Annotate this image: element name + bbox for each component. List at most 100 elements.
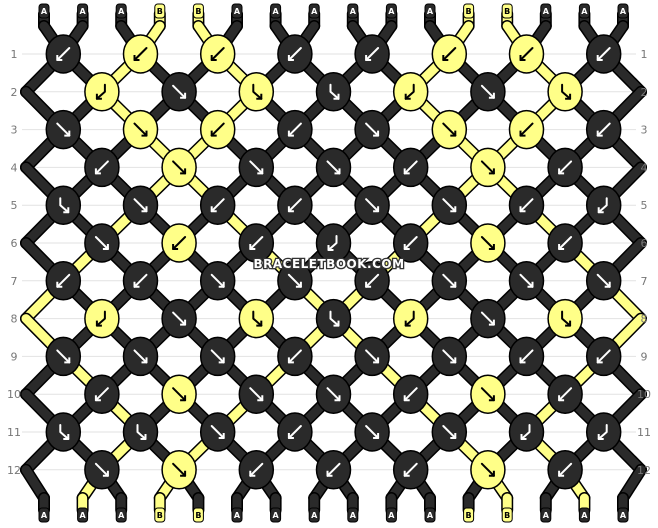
knot-arrow-line	[561, 83, 572, 100]
knot-arrow-head	[404, 93, 411, 100]
knot-arrow-line	[326, 160, 341, 175]
bottom-strand-label-chip	[231, 507, 243, 523]
knot-arrow-head	[180, 395, 187, 402]
knot-8-7	[547, 298, 583, 339]
knot-5-7	[508, 185, 545, 225]
knot-arrow-line	[133, 198, 148, 213]
knot-arrow-line	[95, 310, 106, 327]
top-strand-label-letter: A	[118, 7, 125, 16]
knot-arrow-line	[172, 387, 187, 402]
knot-arrow-line	[326, 387, 341, 402]
knot-arrow-line	[365, 273, 380, 288]
knot-body	[547, 298, 583, 339]
bottom-strand-label-letter: A	[350, 511, 357, 520]
knot-6-7	[547, 223, 583, 263]
bottom-strand-label-letter: B	[504, 511, 510, 520]
knot-arrow-head	[56, 281, 63, 288]
knot-arrow-head	[450, 206, 457, 213]
knot-5-6	[431, 185, 468, 225]
bottom-strand-label-letter: B	[157, 511, 163, 520]
top-strand-label-chip	[115, 3, 127, 19]
row-label-left: 11	[7, 426, 21, 439]
knot-1-2	[122, 34, 159, 74]
knot-9-5	[354, 336, 390, 377]
knot-arrow-head	[287, 206, 294, 213]
knot-arrow-head	[403, 395, 410, 402]
knot-arrow-line	[403, 462, 418, 477]
row-label-left: 7	[11, 275, 18, 288]
knot-body	[547, 72, 583, 112]
knot-arrow-head	[56, 55, 63, 61]
bottom-strand-label-letter: A	[118, 511, 125, 520]
knot-arrow-head	[558, 244, 565, 250]
knot-arrow-head	[102, 244, 109, 250]
knot-4-4	[315, 147, 352, 188]
row-label-right: 5	[641, 199, 648, 212]
knot-arrow-line	[287, 273, 302, 288]
knot-8-1	[84, 298, 120, 339]
knot-arrow-head	[565, 320, 572, 327]
knot-12-6	[470, 450, 506, 490]
knot-body	[84, 298, 120, 339]
knot-4-3	[238, 147, 275, 188]
top-strand-label-chip	[77, 3, 89, 19]
knot-arrow-head	[140, 434, 147, 440]
knot-11-1	[45, 412, 82, 452]
knot-arrow-head	[133, 281, 140, 288]
knot-arrow-head	[565, 93, 572, 100]
knot-arrow-head	[597, 434, 604, 440]
knot-arrow-line	[403, 160, 418, 175]
knot-2-2	[161, 72, 197, 112]
knot-arrow-head	[558, 470, 565, 477]
knot-10-2	[161, 374, 197, 414]
knot-arrow-head	[365, 281, 372, 288]
knot-arrow-head	[519, 55, 526, 61]
knot-body	[238, 298, 275, 339]
knot-arrow-head	[597, 207, 604, 214]
knot-arrow-head	[210, 206, 217, 213]
knot-1-3	[199, 34, 236, 74]
knot-arrow-line	[404, 83, 415, 100]
knot-arrow-line	[519, 273, 534, 288]
top-strand-label-chip	[578, 3, 590, 19]
row-label-right: 2	[641, 86, 648, 99]
row-label-right: 8	[641, 313, 648, 326]
knot-body	[508, 412, 545, 452]
knot-arrow-line	[94, 160, 109, 175]
knot-arrow-line	[365, 349, 380, 364]
knot-arrow-head	[442, 55, 449, 61]
knot-7-1	[45, 261, 82, 301]
knot-3-4	[277, 109, 313, 150]
knot-arrow-head	[373, 130, 380, 137]
knot-arrow-head	[519, 130, 526, 137]
bottom-strand-label-chip	[308, 507, 320, 523]
knot-6-2	[161, 223, 197, 263]
knot-10-4	[315, 374, 352, 414]
top-strand-label-letter: A	[234, 7, 241, 16]
bottom-strand-label-letter: B	[466, 511, 472, 520]
knot-arrow-line	[442, 122, 457, 137]
knot-arrow-head	[249, 470, 256, 477]
knot-arrow-line	[480, 160, 495, 175]
knot-2-5	[392, 72, 429, 112]
row-label-left: 2	[11, 86, 18, 99]
knot-arrow-line	[252, 83, 263, 100]
knot-arrow-line	[287, 122, 302, 137]
knot-arrow-head	[450, 281, 457, 288]
knot-arrow-head	[141, 206, 148, 213]
knot-12-1	[84, 450, 120, 490]
knot-2-6	[470, 72, 506, 112]
knot-6-4	[315, 223, 352, 263]
knot-5-8	[585, 185, 622, 225]
knot-7-7	[508, 261, 545, 301]
knot-3-8	[585, 109, 622, 150]
knot-arrow-line	[287, 349, 302, 364]
knot-10-1	[84, 374, 120, 414]
row-label-right: 12	[637, 464, 651, 477]
knot-arrow-line	[480, 84, 495, 99]
row-label-left: 9	[11, 350, 18, 363]
knot-arrow-head	[403, 244, 410, 250]
knot-body	[45, 412, 82, 452]
knot-body	[585, 185, 622, 225]
knot-8-4	[315, 298, 352, 339]
